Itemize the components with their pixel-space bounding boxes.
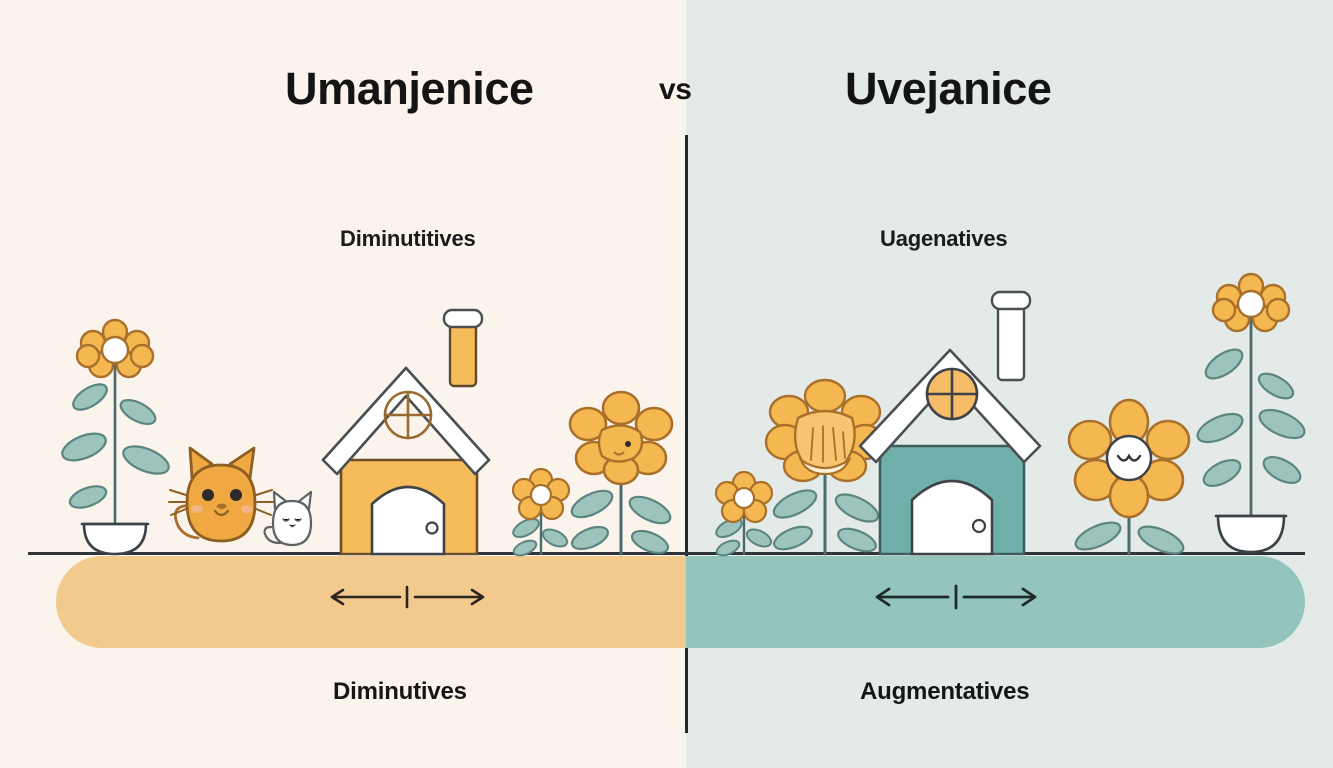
versus-label: vs [659,73,692,106]
right-panel-title: Uvejanice [845,63,1052,114]
house-right [858,290,1042,556]
left-bottom-label: Diminutives [333,678,467,705]
panel-divider-line [685,135,688,733]
potted-flower-tall [1196,272,1306,554]
flower-ruffled-large [764,378,886,556]
house-left [321,308,491,556]
right-panel-subtitle: Uagenatives [880,226,1008,251]
cat-small [263,490,313,547]
flower-smiling-large [1067,398,1191,556]
cat-large [168,446,274,543]
left-ground-band [56,556,686,648]
flower-small-left [511,467,571,557]
flower-small-right [714,470,774,557]
left-size-arrow [330,585,485,609]
flower-large-left [568,390,674,556]
left-panel-title: Umanjenice [285,63,534,114]
left-panel-subtitle: Diminutitives [340,226,476,251]
right-size-arrow [875,584,1037,610]
potted-flower-small [61,318,170,556]
right-bottom-label: Augmentatives [860,678,1030,705]
right-ground-band [686,556,1305,648]
